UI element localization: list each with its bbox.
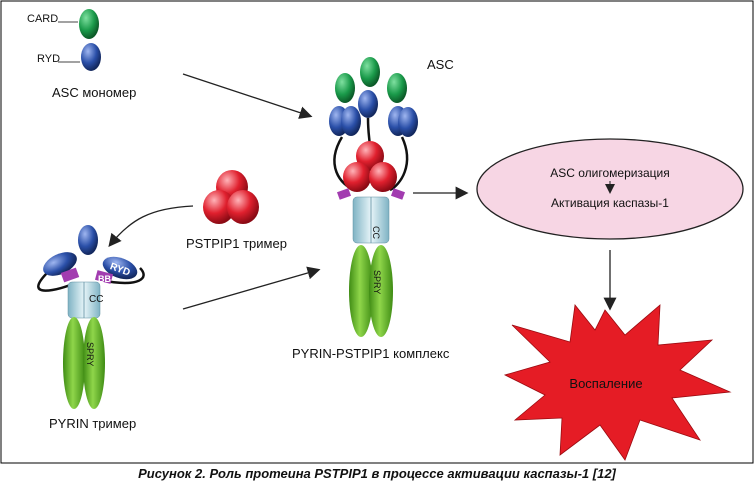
complex-cc-label: CC bbox=[371, 226, 381, 239]
complex-label: PYRIN-PSTPIP1 комплекс bbox=[292, 346, 450, 361]
figure-frame bbox=[0, 0, 754, 464]
pyrin-pstpip1-complex: ASC CC SPRY PYRIN-PSTPIP1 комплекс bbox=[292, 57, 454, 361]
asc-oligomerization-text: ASC олигомеризация bbox=[550, 166, 669, 180]
asc-monomer-label: ASC мономер bbox=[52, 85, 136, 100]
complex-spry-label: SPRY bbox=[372, 270, 382, 294]
card-label: CARD bbox=[27, 13, 58, 25]
inflammation-text: Воспаление bbox=[569, 376, 642, 391]
oligomerization-bubble: ASC олигомеризация Активация каспазы-1 bbox=[476, 138, 744, 240]
spry-domain bbox=[63, 317, 85, 409]
pstpip1-trimer: PSTPIP1 тример bbox=[186, 170, 287, 251]
arrow-pstpip-to-pyrin bbox=[108, 205, 194, 248]
caspase-activation-text: Активация каспазы-1 bbox=[551, 196, 669, 210]
arrow-asc-to-complex bbox=[182, 73, 313, 119]
ryd-label: RYD bbox=[37, 53, 60, 65]
spry-label: SPRY bbox=[85, 342, 95, 366]
asc-monomer: CARD RYD ASC мономер bbox=[27, 9, 136, 100]
bb-domain-label: BB bbox=[98, 274, 111, 284]
cc-label: CC bbox=[89, 294, 103, 305]
ryd-domain bbox=[81, 43, 101, 71]
figure-caption: Рисунок 2. Роль протеина PSTPIP1 в проце… bbox=[138, 466, 616, 481]
pstpip1-trimer-label: PSTPIP1 тример bbox=[186, 236, 287, 251]
pyrin-trimer-label: PYRIN тример bbox=[49, 416, 136, 431]
pyrin-trimer: RYD BB CC SPRY PYRIN тример bbox=[37, 225, 145, 431]
inflammation-burst: Воспаление bbox=[503, 304, 732, 461]
arrow-pyrin-to-complex bbox=[182, 266, 321, 310]
asc-label: ASC bbox=[427, 57, 454, 72]
card-domain bbox=[79, 9, 99, 39]
